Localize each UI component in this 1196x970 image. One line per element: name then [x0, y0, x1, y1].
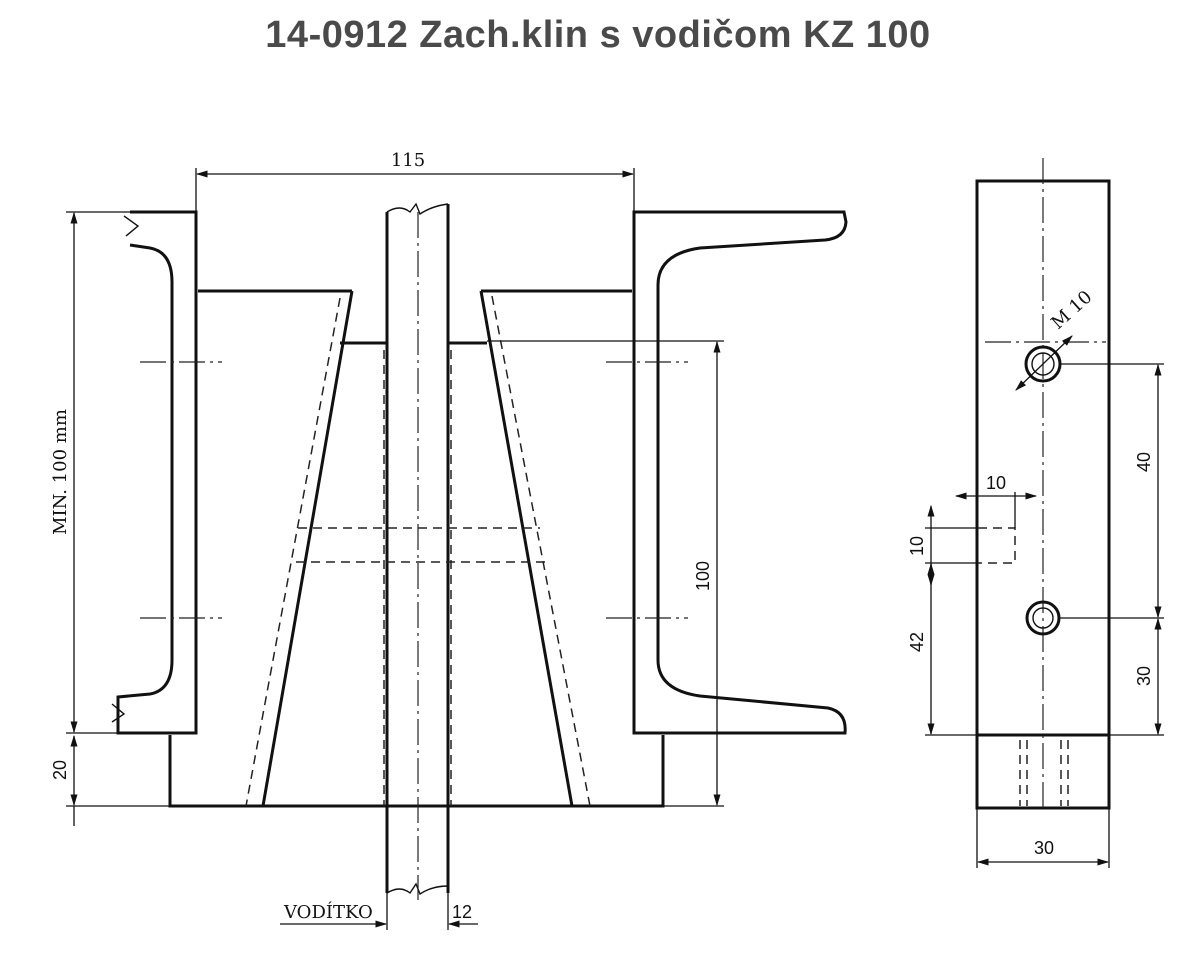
dim-10v-label: 10	[907, 536, 927, 556]
dim-115-label: 115	[391, 150, 425, 171]
front-view: 115 MIN. 100 mm 20 100 VODÍTKO 12	[50, 150, 848, 930]
dim-12-label: 12	[452, 902, 472, 922]
guide-rod-break-top	[386, 202, 449, 216]
left-wedge-edge	[261, 290, 354, 807]
right-wedge-hidden-edge	[491, 295, 591, 807]
drawing-title: 14-0912 Zach.klin s vodičom KZ 100	[265, 14, 931, 56]
guide-rod-break-bottom	[386, 882, 449, 896]
dim-100-label: 100	[693, 561, 713, 591]
left-channel-profile	[116, 210, 198, 735]
side-slot-hidden	[978, 527, 1016, 564]
guide-label: VODÍTKO	[283, 900, 373, 923]
dim-30v-label: 30	[1134, 666, 1154, 686]
right-wedge-edge	[479, 290, 574, 807]
lower-hole	[1025, 600, 1061, 636]
right-channel-profile	[632, 210, 848, 735]
dim-20-label: 20	[50, 760, 70, 780]
left-wedge-hidden-edge	[245, 297, 341, 807]
side-view: M 10 40 30 10 10 42	[907, 158, 1164, 868]
dim-42-label: 42	[907, 632, 927, 652]
base-block	[168, 735, 665, 808]
dim-10h-label: 10	[986, 473, 1006, 493]
m10-leader	[1015, 335, 1073, 391]
dim-30h-label: 30	[1034, 838, 1054, 858]
dim-min100-label: MIN. 100 mm	[50, 409, 71, 535]
m10-label: M 10	[1047, 287, 1096, 334]
dim-40-label: 40	[1134, 452, 1154, 472]
guide-rod	[385, 204, 450, 893]
left-channel-break	[111, 215, 140, 723]
